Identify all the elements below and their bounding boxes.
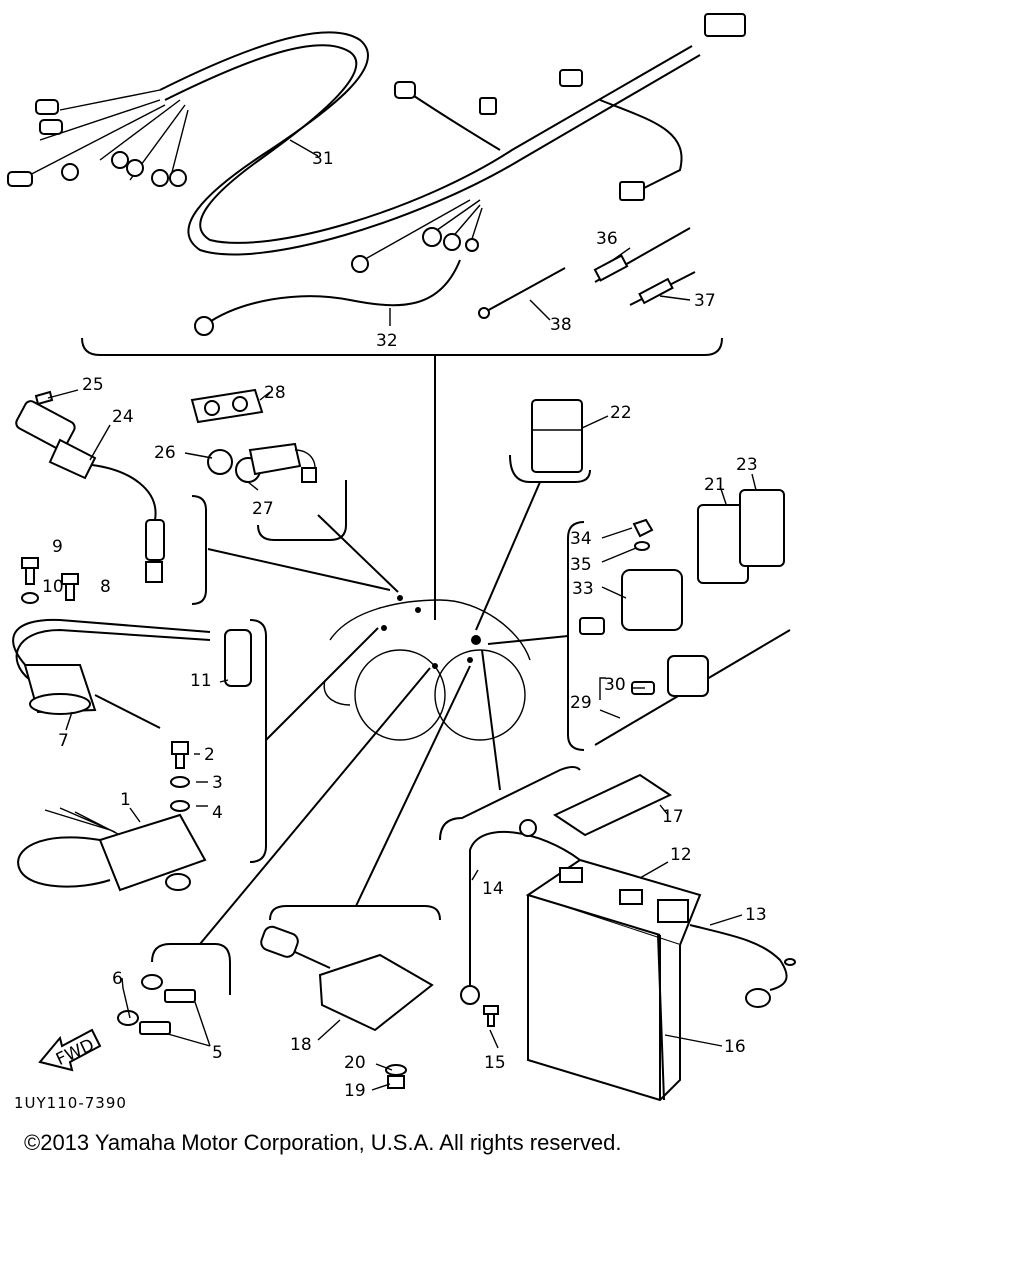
callout-33: 33 <box>572 579 594 599</box>
callout-labels: 1 2 3 4 5 6 7 8 9 10 11 12 13 14 15 16 1… <box>42 149 767 1101</box>
leader-flasher <box>475 481 541 631</box>
callout-25: 25 <box>82 375 104 395</box>
callout-17: 17 <box>662 807 684 827</box>
rectifier-bracket <box>269 905 441 921</box>
frame-sketch <box>323 595 531 741</box>
battery-band <box>552 773 673 837</box>
leader-relay <box>317 514 399 593</box>
cdi-bracket <box>249 619 267 863</box>
ignition-coil <box>15 390 165 604</box>
relay-bracket <box>257 480 347 541</box>
callout-1: 1 <box>120 790 131 810</box>
callout-7: 7 <box>58 731 69 751</box>
starter-relay-group <box>190 388 317 483</box>
leader-coil <box>207 548 391 591</box>
callout-13: 13 <box>745 905 767 925</box>
callout-12: 12 <box>670 845 692 865</box>
harness-bracket <box>81 337 723 356</box>
callout-37: 37 <box>694 291 716 311</box>
starter-switch-group <box>579 518 791 746</box>
mounting-bolts <box>117 974 196 1035</box>
callout-11: 11 <box>190 671 212 691</box>
wire-harness <box>7 13 746 273</box>
wiring-diagram: FWD <box>7 13 796 1102</box>
callout-9: 9 <box>52 537 63 557</box>
callout-5: 5 <box>212 1043 223 1063</box>
callout-29: 29 <box>570 693 592 713</box>
battery <box>525 858 702 1102</box>
callout-14: 14 <box>482 879 504 899</box>
callout-34: 34 <box>570 529 592 549</box>
callout-16: 16 <box>724 1037 746 1057</box>
callout-24: 24 <box>112 407 134 427</box>
copyright-notice: ©2013 Yamaha Motor Corporation, U.S.A. A… <box>24 1130 622 1155</box>
relay-units <box>697 489 785 584</box>
callout-38: 38 <box>550 315 572 335</box>
callout-2: 2 <box>204 745 215 765</box>
cdi-bolts <box>170 741 190 812</box>
callout-36: 36 <box>596 229 618 249</box>
callout-10: 10 <box>42 577 64 597</box>
callout-27: 27 <box>252 499 274 519</box>
callout-26: 26 <box>154 443 176 463</box>
forward-arrow-icon: FWD <box>38 1028 102 1072</box>
callout-32: 32 <box>376 331 398 351</box>
callout-15: 15 <box>484 1053 506 1073</box>
battery-bracket <box>439 766 581 841</box>
flasher-relay <box>531 399 583 473</box>
leader-cdi <box>265 627 379 741</box>
callout-19: 19 <box>344 1081 366 1101</box>
callout-30: 30 <box>604 675 626 695</box>
leader-battery <box>481 649 501 791</box>
callout-leaders <box>47 139 757 1091</box>
callout-31: 31 <box>312 149 334 169</box>
small-wire-and-ties <box>194 227 696 336</box>
bolts-bracket <box>151 943 231 995</box>
drawing-code: 1UY110-7390 <box>14 1094 127 1112</box>
battery-cables <box>460 819 796 1101</box>
callout-4: 4 <box>212 803 223 823</box>
callout-21: 21 <box>704 475 726 495</box>
callout-3: 3 <box>212 773 223 793</box>
callout-6: 6 <box>112 969 123 989</box>
cdi-unit <box>17 807 207 892</box>
callout-23: 23 <box>736 455 758 475</box>
leader-rectifier <box>355 665 471 907</box>
callout-35: 35 <box>570 555 592 575</box>
callout-28: 28 <box>264 383 286 403</box>
callout-22: 22 <box>610 403 632 423</box>
rectifier-regulator <box>260 925 434 1089</box>
ignition-coil-cdi <box>12 618 252 729</box>
leader-switch <box>487 635 569 645</box>
callout-8: 8 <box>100 577 111 597</box>
coil-bracket <box>191 495 207 605</box>
leader-bolts <box>199 667 431 945</box>
callout-20: 20 <box>344 1053 366 1073</box>
flasher-bracket <box>509 454 591 483</box>
callout-18: 18 <box>290 1035 312 1055</box>
